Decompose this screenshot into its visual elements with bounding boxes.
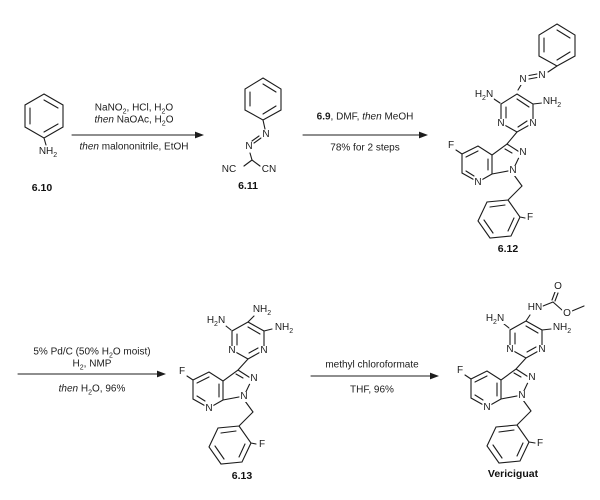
atom-label-h2n: H2N [473,89,495,102]
compound-label-613: 6.13 [231,470,253,482]
atom-label-nh2: NH2 [37,146,59,159]
step1-reagents-line3: then malononitrile, EtOH [79,141,189,153]
compound-label-612: 6.12 [497,243,519,255]
double-bond-lines [249,83,277,144]
atom-label-nitrile-nc: NC [220,164,238,175]
double-bond-lines [465,29,571,234]
atom-label-ring-n: N [482,402,492,413]
atom-label-ring-n: N [473,177,483,188]
arrow-head [195,131,204,139]
reaction-arrow-1 [71,131,204,139]
atom-label-h2n: H2N [484,313,506,326]
step3-reagents-line1: 5% Pd/C (50% H2O moist) [33,346,151,360]
compound-613-structure [186,315,273,465]
reaction-arrow-2 [302,131,428,139]
step3-reagents-line2: H2, NMP [72,358,112,372]
atom-label-ring-n: N [527,372,537,383]
arrow-head [430,372,439,380]
atom-label-azo-n: N [537,70,547,81]
atom-label-f: F [525,212,535,223]
atom-label-ring-n: N [259,345,269,356]
atom-label-azo-n: N [261,129,271,140]
atom-label-f: F [177,366,187,377]
vericiguat-structure [464,291,585,464]
arrow-head [419,131,428,139]
atom-label-ring-n: N [505,344,515,355]
double-bond-lines [196,326,261,460]
atom-label-ring-n: N [518,147,528,158]
atom-label-ring-n: N [528,118,538,129]
atom-label-nh2: NH2 [551,322,573,335]
atom-label-o: O [562,308,572,319]
atom-label-hn: HN [526,302,544,313]
bond-skeleton [24,93,64,146]
bond-skeleton [455,23,576,239]
double-bond-lines [29,99,59,133]
step1-reagents-line1: NaNO2, HCl, H2O [94,102,174,116]
atom-label-ring-n: N [517,390,527,401]
atom-label-f: F [257,439,267,450]
aniline-structure [24,93,64,146]
atom-label-ring-n: N [227,345,237,356]
atom-label-ring-n: N [537,344,547,355]
atom-label-ring-n: N [508,165,518,176]
step4-yield: THF, 96% [350,384,394,396]
atom-label-ring-n: N [239,391,249,402]
arrow-head [157,370,166,378]
atom-label-nh2: NH2 [541,96,563,109]
atom-label-f: F [535,438,545,449]
compound-label-610: 6.10 [31,182,53,194]
step4-reagents-line1: methyl chloroformate [325,359,419,371]
double-bond-lines [474,291,559,459]
compound-label-vericiguat: Vericiguat [487,468,539,480]
atom-label-f: F [446,140,456,151]
compound-612-structure [455,23,576,239]
atom-label-o: O [553,281,563,292]
step3-reagents-line3: then H2O, 96% [58,383,126,397]
reaction-arrow-3 [17,370,166,378]
step2-reagents-line1: 6.9, DMF, then MeOH [316,111,414,123]
step2-yield: 78% for 2 steps [330,142,400,154]
atom-label-ring-n: N [249,373,259,384]
atom-label-h2n: H2N [205,315,227,328]
bond-skeleton [464,301,585,464]
atom-label-ring-n: N [496,118,506,129]
bond-skeleton [186,315,273,465]
compound-label-611: 6.11 [238,180,258,192]
azomalononitrile-structure [243,77,282,167]
atom-label-azo-n: N [518,74,528,85]
reaction-arrow-4 [310,372,439,380]
atom-label-ring-n: N [204,403,214,414]
atom-label-nh2: NH2 [273,322,295,335]
atom-label-f: F [455,365,465,376]
atom-label-azo-n: N [244,141,254,152]
step1-reagents-line2: then NaOAc, H2O [94,114,174,128]
bond-skeleton [243,77,282,167]
atom-label-nitrile-cn: CN [260,164,278,175]
atom-label-nh2: NH2 [251,304,273,317]
